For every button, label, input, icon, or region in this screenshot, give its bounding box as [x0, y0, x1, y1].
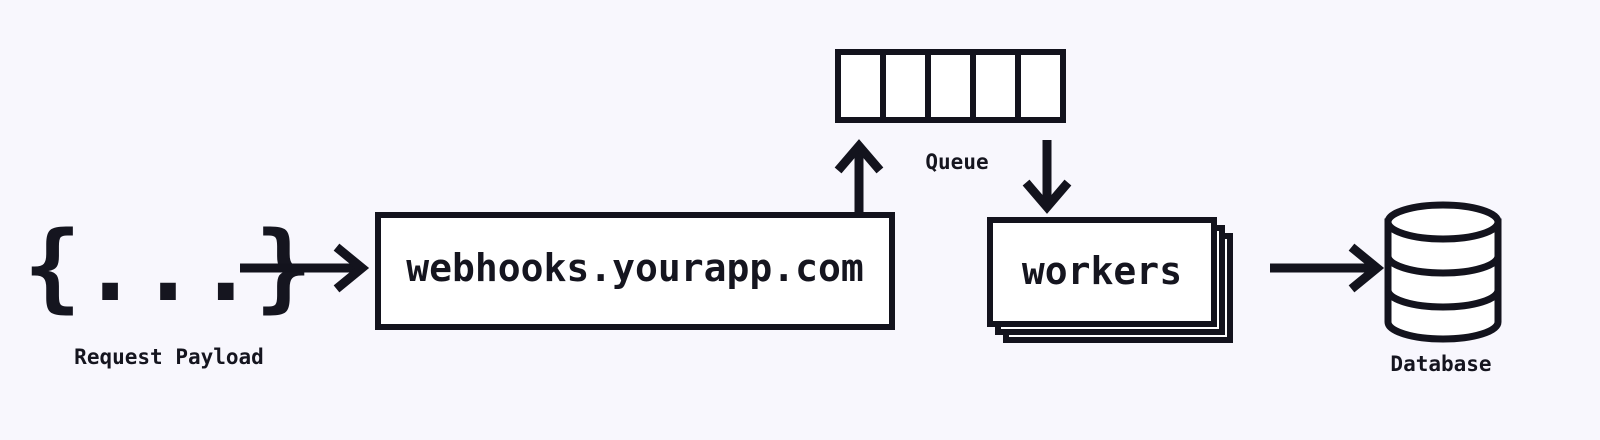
database-caption: Database	[1390, 352, 1491, 376]
arrow-queue-to-workers-icon	[1022, 140, 1072, 214]
arrow-workers-to-database-icon	[1270, 243, 1385, 293]
database-band-2	[1384, 286, 1502, 311]
workers-node[interactable]: workers	[987, 217, 1233, 343]
request-payload-node[interactable]: {...} Request Payload	[24, 211, 313, 369]
database-band-1	[1384, 252, 1502, 277]
database-node[interactable]: Database	[1384, 201, 1502, 376]
queue-node[interactable]: Queue	[835, 49, 1066, 174]
database-cylinder-body	[1384, 218, 1502, 343]
webhooks-endpoint-node[interactable]: webhooks.yourapp.com	[375, 212, 895, 330]
workers-stack-layer-front	[987, 217, 1217, 327]
request-payload-caption: Request Payload	[74, 345, 264, 369]
webhooks-endpoint-label: webhooks.yourapp.com	[406, 246, 864, 290]
queue-caption: Queue	[925, 150, 988, 174]
arrow-endpoint-to-queue-icon	[834, 139, 884, 215]
workers-label: workers	[1022, 249, 1182, 293]
arrow-payload-to-endpoint-icon	[240, 243, 370, 293]
database-cylinder-top	[1384, 201, 1502, 243]
